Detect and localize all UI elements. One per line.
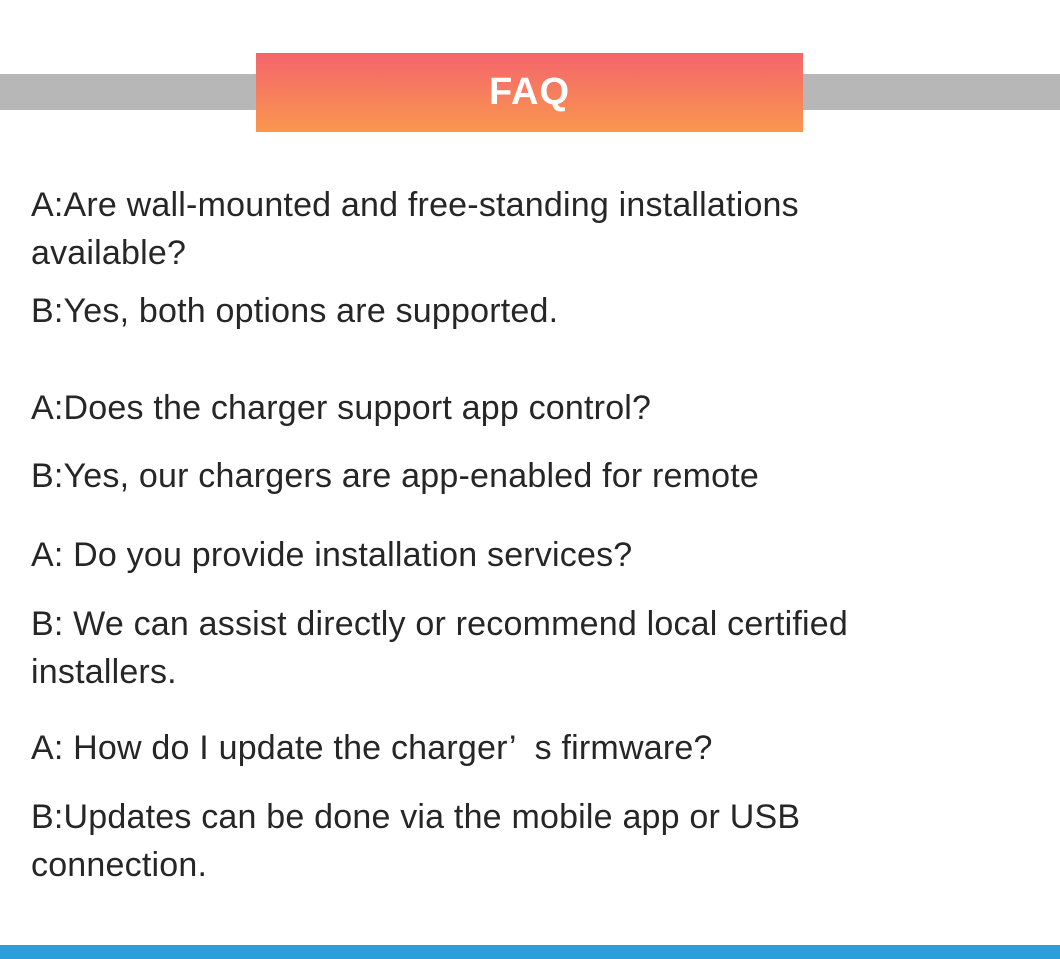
faq-answer: B:Yes, our chargers are app-enabled for …: [31, 452, 1030, 500]
faq-question: A:Are wall-mounted and free-standing ins…: [31, 181, 1030, 277]
faq-question: A: How do I update the charger’ s firmwa…: [31, 724, 1030, 772]
faq-text-line: A:Are wall-mounted and free-standing ins…: [31, 186, 799, 224]
faq-text-line: B:Yes, our chargers are app-enabled for …: [31, 457, 760, 495]
faq-text-line: B:Yes, both options are supported.: [31, 292, 559, 330]
faq-list: A:Are wall-mounted and free-standing ins…: [31, 181, 1030, 889]
faq-text-line: B: We can assist directly or recommend l…: [31, 605, 849, 643]
faq-text-line: connection.: [31, 846, 208, 884]
faq-text-line: A:Does the charger support app control?: [31, 389, 652, 427]
faq-text-line: available?: [31, 234, 187, 272]
faq-banner: FAQ: [256, 53, 803, 132]
faq-answer: B:Yes, both options are supported.: [31, 287, 1030, 335]
faq-answer: B: We can assist directly or recommend l…: [31, 600, 1030, 696]
faq-text-line: A: Do you provide installation services?: [31, 536, 633, 574]
faq-text-line: B:Updates can be done via the mobile app…: [31, 798, 801, 836]
faq-question: A:Does the charger support app control?: [31, 384, 1030, 432]
faq-text-line: A: How do I update the charger’ s firmwa…: [31, 729, 713, 767]
bottom-accent-bar: [0, 945, 1060, 959]
faq-text-line: installers.: [31, 653, 177, 691]
faq-title: FAQ: [488, 71, 571, 113]
faq-question: A: Do you provide installation services?: [31, 531, 1030, 579]
faq-answer: B:Updates can be done via the mobile app…: [31, 793, 1030, 889]
